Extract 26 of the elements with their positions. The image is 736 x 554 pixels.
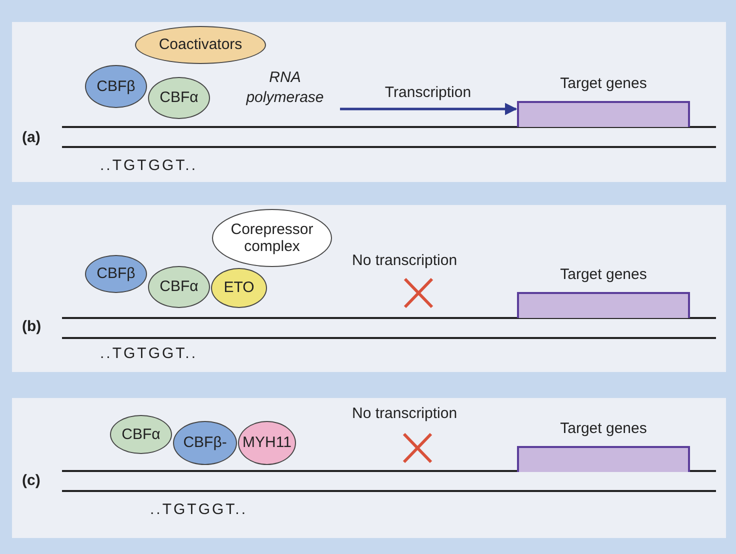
dna-sequence: ..TGTGGT.. — [100, 157, 198, 174]
protein-ellipse: CBFα — [110, 415, 172, 454]
protein-ellipse: CBFβ — [85, 255, 147, 293]
protein-ellipse: Corepressor complex — [212, 209, 332, 267]
protein-ellipse: CBFα — [148, 77, 210, 119]
dna-sequence: ..TGTGGT.. — [100, 345, 198, 362]
status-label: No transcription — [352, 252, 458, 269]
protein-ellipse: ETO — [211, 268, 267, 308]
protein-ellipse: Coactivators — [135, 26, 266, 64]
status-label: No transcription — [352, 405, 458, 422]
protein-ellipse: CBFβ — [85, 65, 147, 108]
panel-background — [12, 22, 726, 182]
edge-label: Transcription — [384, 84, 472, 101]
dna-sequence: ..TGTGGT.. — [150, 501, 248, 518]
gene-heading: Target genes — [559, 420, 648, 439]
panel-background — [12, 398, 726, 538]
protein-ellipse: CBFβ- — [173, 421, 237, 465]
gene-heading: Target genes — [559, 75, 648, 94]
panel-label: (c) — [22, 472, 40, 489]
panel-background — [12, 205, 726, 372]
panel-label: (b) — [22, 318, 42, 335]
gene-heading: Target genes — [559, 266, 648, 285]
protein-ellipse: MYH11 — [238, 421, 296, 465]
panel-label: (a) — [22, 129, 40, 146]
protein-ellipse: CBFα — [148, 266, 210, 308]
enzyme-label: RNA polymerase — [230, 68, 340, 114]
